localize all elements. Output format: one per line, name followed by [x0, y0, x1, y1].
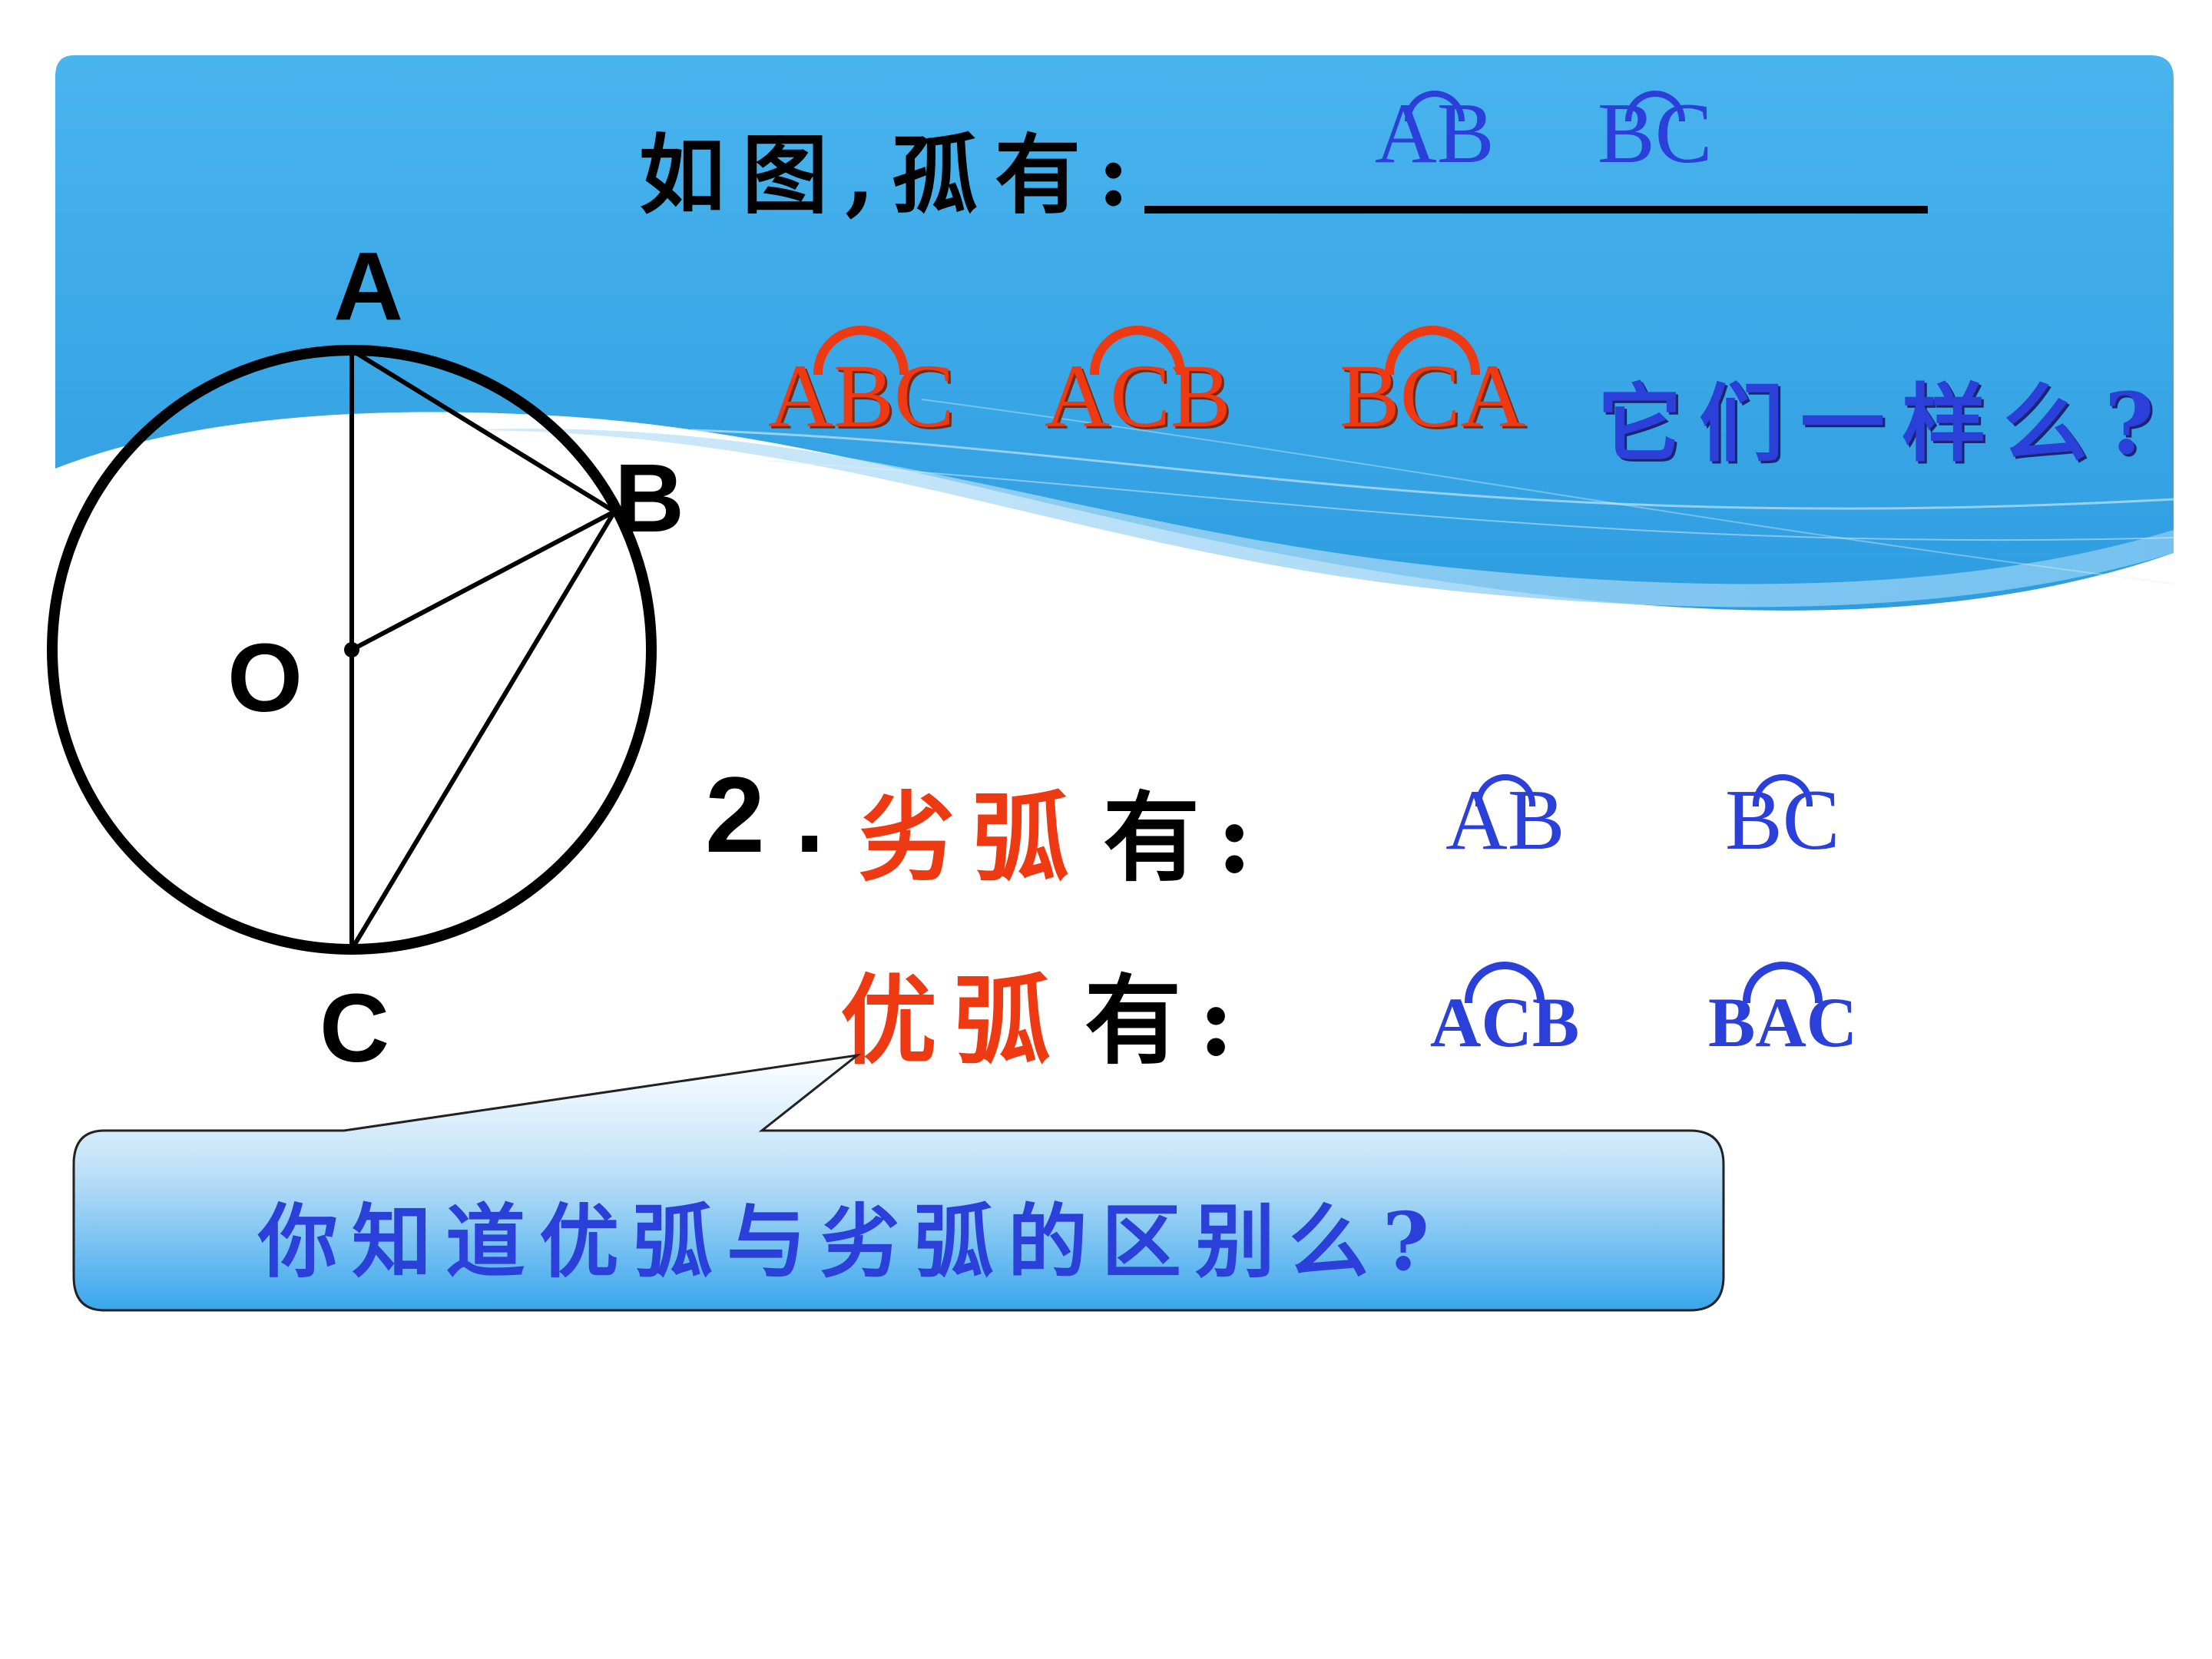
label-c: C	[320, 974, 389, 1082]
callout-bubble	[72, 1053, 1725, 1312]
major-arc-suffix: 有:	[1084, 964, 1251, 1078]
chord-bc	[349, 510, 617, 951]
title-prefix: 如图,孤有:	[639, 125, 1147, 226]
major-arc-term: 优弧	[840, 964, 1068, 1078]
arc-abc: ABC	[768, 326, 955, 449]
arc-bca: BCA	[1339, 326, 1526, 449]
minor-arc-bc: BC	[1725, 773, 1840, 868]
minor-arc-term: 劣弧	[859, 781, 1086, 895]
minor-arc-suffix: 有:	[1103, 781, 1270, 895]
radius-ob	[350, 509, 616, 652]
question-same: 它们一样么?	[1598, 374, 2171, 473]
arc-acb: ACB	[1045, 326, 1231, 449]
major-arc-bac: BAC	[1708, 962, 1857, 1063]
label-a: A	[333, 232, 403, 340]
label-o: O	[227, 624, 303, 732]
title-arc-ab: AB	[1375, 86, 1495, 181]
center-point	[344, 642, 359, 657]
label-b: B	[614, 444, 684, 552]
minor-arc-ab: AB	[1445, 773, 1565, 868]
callout-text: 你知道优弧与劣弧的区别么?	[258, 1194, 1443, 1289]
chord-ab	[350, 348, 616, 514]
major-arc-acb: ACB	[1430, 962, 1579, 1063]
answer-underline	[1144, 206, 1928, 214]
circle-diagram	[47, 345, 657, 955]
item-number: 2 .	[705, 754, 825, 875]
title-arc-bc: BC	[1598, 86, 1713, 181]
